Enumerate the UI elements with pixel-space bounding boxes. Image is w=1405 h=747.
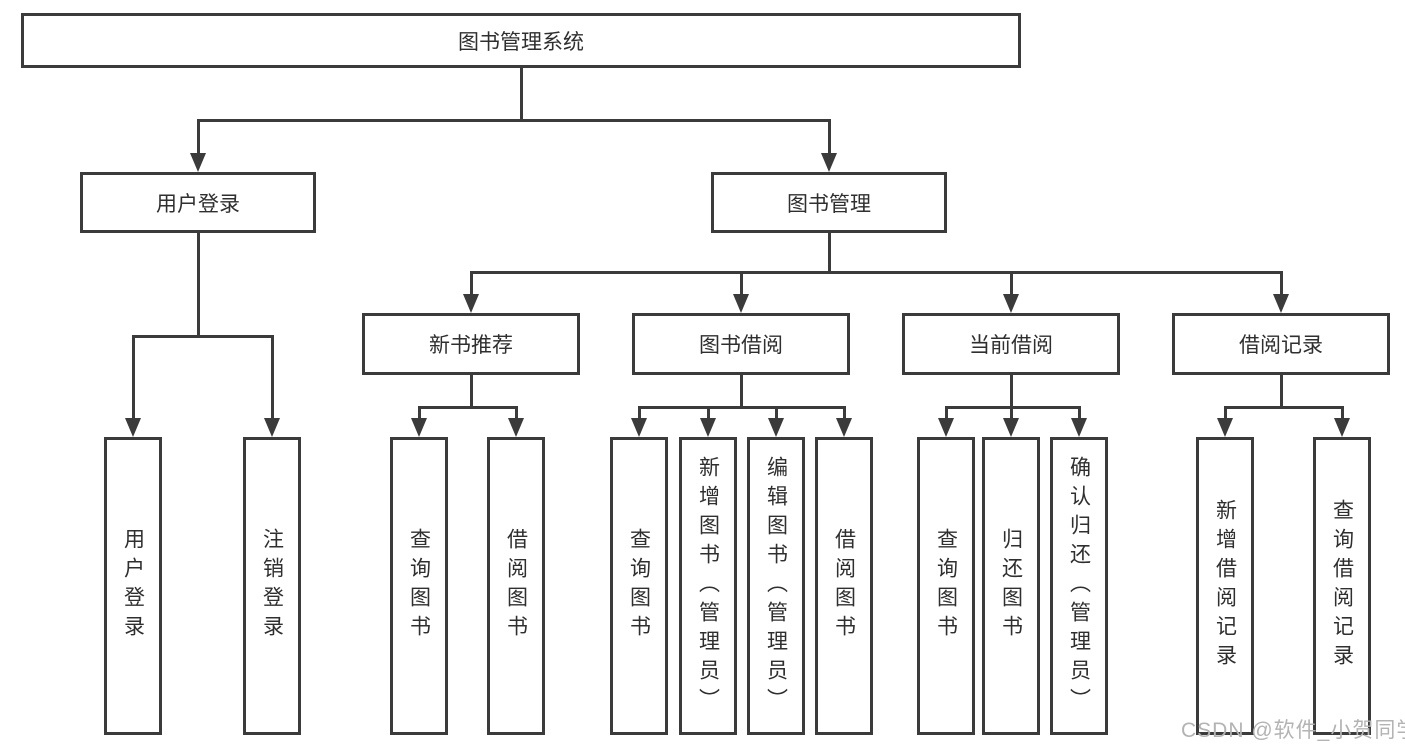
edge-vertical (196, 233, 200, 338)
arrowhead-down-icon (1003, 294, 1019, 313)
edge-vertical (827, 120, 831, 156)
node-leaf-add-books-admin: 新增图书（管理员） (679, 437, 737, 735)
node-leaf-borrow-books-bb: 借阅图书 (815, 437, 873, 735)
edge-horizontal (1223, 405, 1344, 409)
arrowhead-down-icon (836, 418, 852, 437)
node-root: 图书管理系统 (21, 13, 1021, 68)
node-current-borrow: 当前借阅 (902, 313, 1120, 375)
node-leaf-query-books-bb: 查询图书 (610, 437, 668, 735)
edge-vertical (1009, 272, 1013, 297)
edge-vertical (1077, 407, 1081, 421)
edge-vertical (131, 336, 135, 421)
arrowhead-down-icon (463, 294, 479, 313)
edge-horizontal (944, 405, 1081, 409)
edge-vertical (1009, 375, 1013, 409)
edge-vertical (944, 407, 948, 421)
edge-vertical (1279, 375, 1283, 409)
node-leaf-user-login: 用户登录 (104, 437, 162, 735)
node-leaf-borrow-books-rec: 借阅图书 (487, 437, 545, 735)
edge-horizontal (417, 405, 518, 409)
node-leaf-return-books: 归还图书 (982, 437, 1040, 735)
arrowhead-down-icon (1273, 294, 1289, 313)
node-leaf-add-borrow-record: 新增借阅记录 (1196, 437, 1254, 735)
arrowhead-down-icon (125, 418, 141, 437)
edge-vertical (417, 407, 421, 421)
arrowhead-down-icon (733, 294, 749, 313)
edge-vertical (514, 407, 518, 421)
node-book-borrow: 图书借阅 (632, 313, 850, 375)
node-leaf-query-books-cb: 查询图书 (917, 437, 975, 735)
edge-vertical (270, 336, 274, 421)
arrowhead-down-icon (190, 153, 206, 172)
arrowhead-down-icon (411, 418, 427, 437)
edge-vertical (469, 272, 473, 297)
arrowhead-down-icon (264, 418, 280, 437)
edge-vertical (637, 407, 641, 421)
edge-horizontal (196, 118, 831, 122)
edge-vertical (842, 407, 846, 421)
edge-vertical (774, 407, 778, 421)
node-new-book-rec: 新书推荐 (362, 313, 580, 375)
arrowhead-down-icon (700, 418, 716, 437)
node-book-mgmt: 图书管理 (711, 172, 947, 233)
arrowhead-down-icon (1003, 418, 1019, 437)
arrowhead-down-icon (938, 418, 954, 437)
edge-vertical (1223, 407, 1227, 421)
arrowhead-down-icon (821, 153, 837, 172)
arrowhead-down-icon (768, 418, 784, 437)
edge-horizontal (131, 334, 274, 338)
edge-vertical (519, 68, 523, 122)
node-leaf-edit-books-admin: 编辑图书（管理员） (747, 437, 805, 735)
arrowhead-down-icon (1071, 418, 1087, 437)
arrowhead-down-icon (1217, 418, 1233, 437)
csdn-watermark: CSDN @软件_小贺同学 (1181, 719, 1405, 742)
edge-vertical (196, 120, 200, 156)
node-leaf-query-borrow-record: 查询借阅记录 (1313, 437, 1371, 735)
arrowhead-down-icon (631, 418, 647, 437)
edge-vertical (706, 407, 710, 421)
edge-vertical (1279, 272, 1283, 297)
edge-vertical (1009, 407, 1013, 421)
edge-vertical (739, 375, 743, 409)
edge-vertical (827, 233, 831, 274)
edge-vertical (739, 272, 743, 297)
edge-horizontal (637, 405, 846, 409)
arrowhead-down-icon (508, 418, 524, 437)
node-leaf-query-books-rec: 查询图书 (390, 437, 448, 735)
node-borrow-records: 借阅记录 (1172, 313, 1390, 375)
edge-horizontal (469, 270, 1283, 274)
node-leaf-logout: 注销登录 (243, 437, 301, 735)
node-user-login: 用户登录 (80, 172, 316, 233)
edge-vertical (469, 375, 473, 409)
edge-vertical (1340, 407, 1344, 421)
arrowhead-down-icon (1334, 418, 1350, 437)
node-leaf-confirm-return: 确认归还（管理员） (1050, 437, 1108, 735)
